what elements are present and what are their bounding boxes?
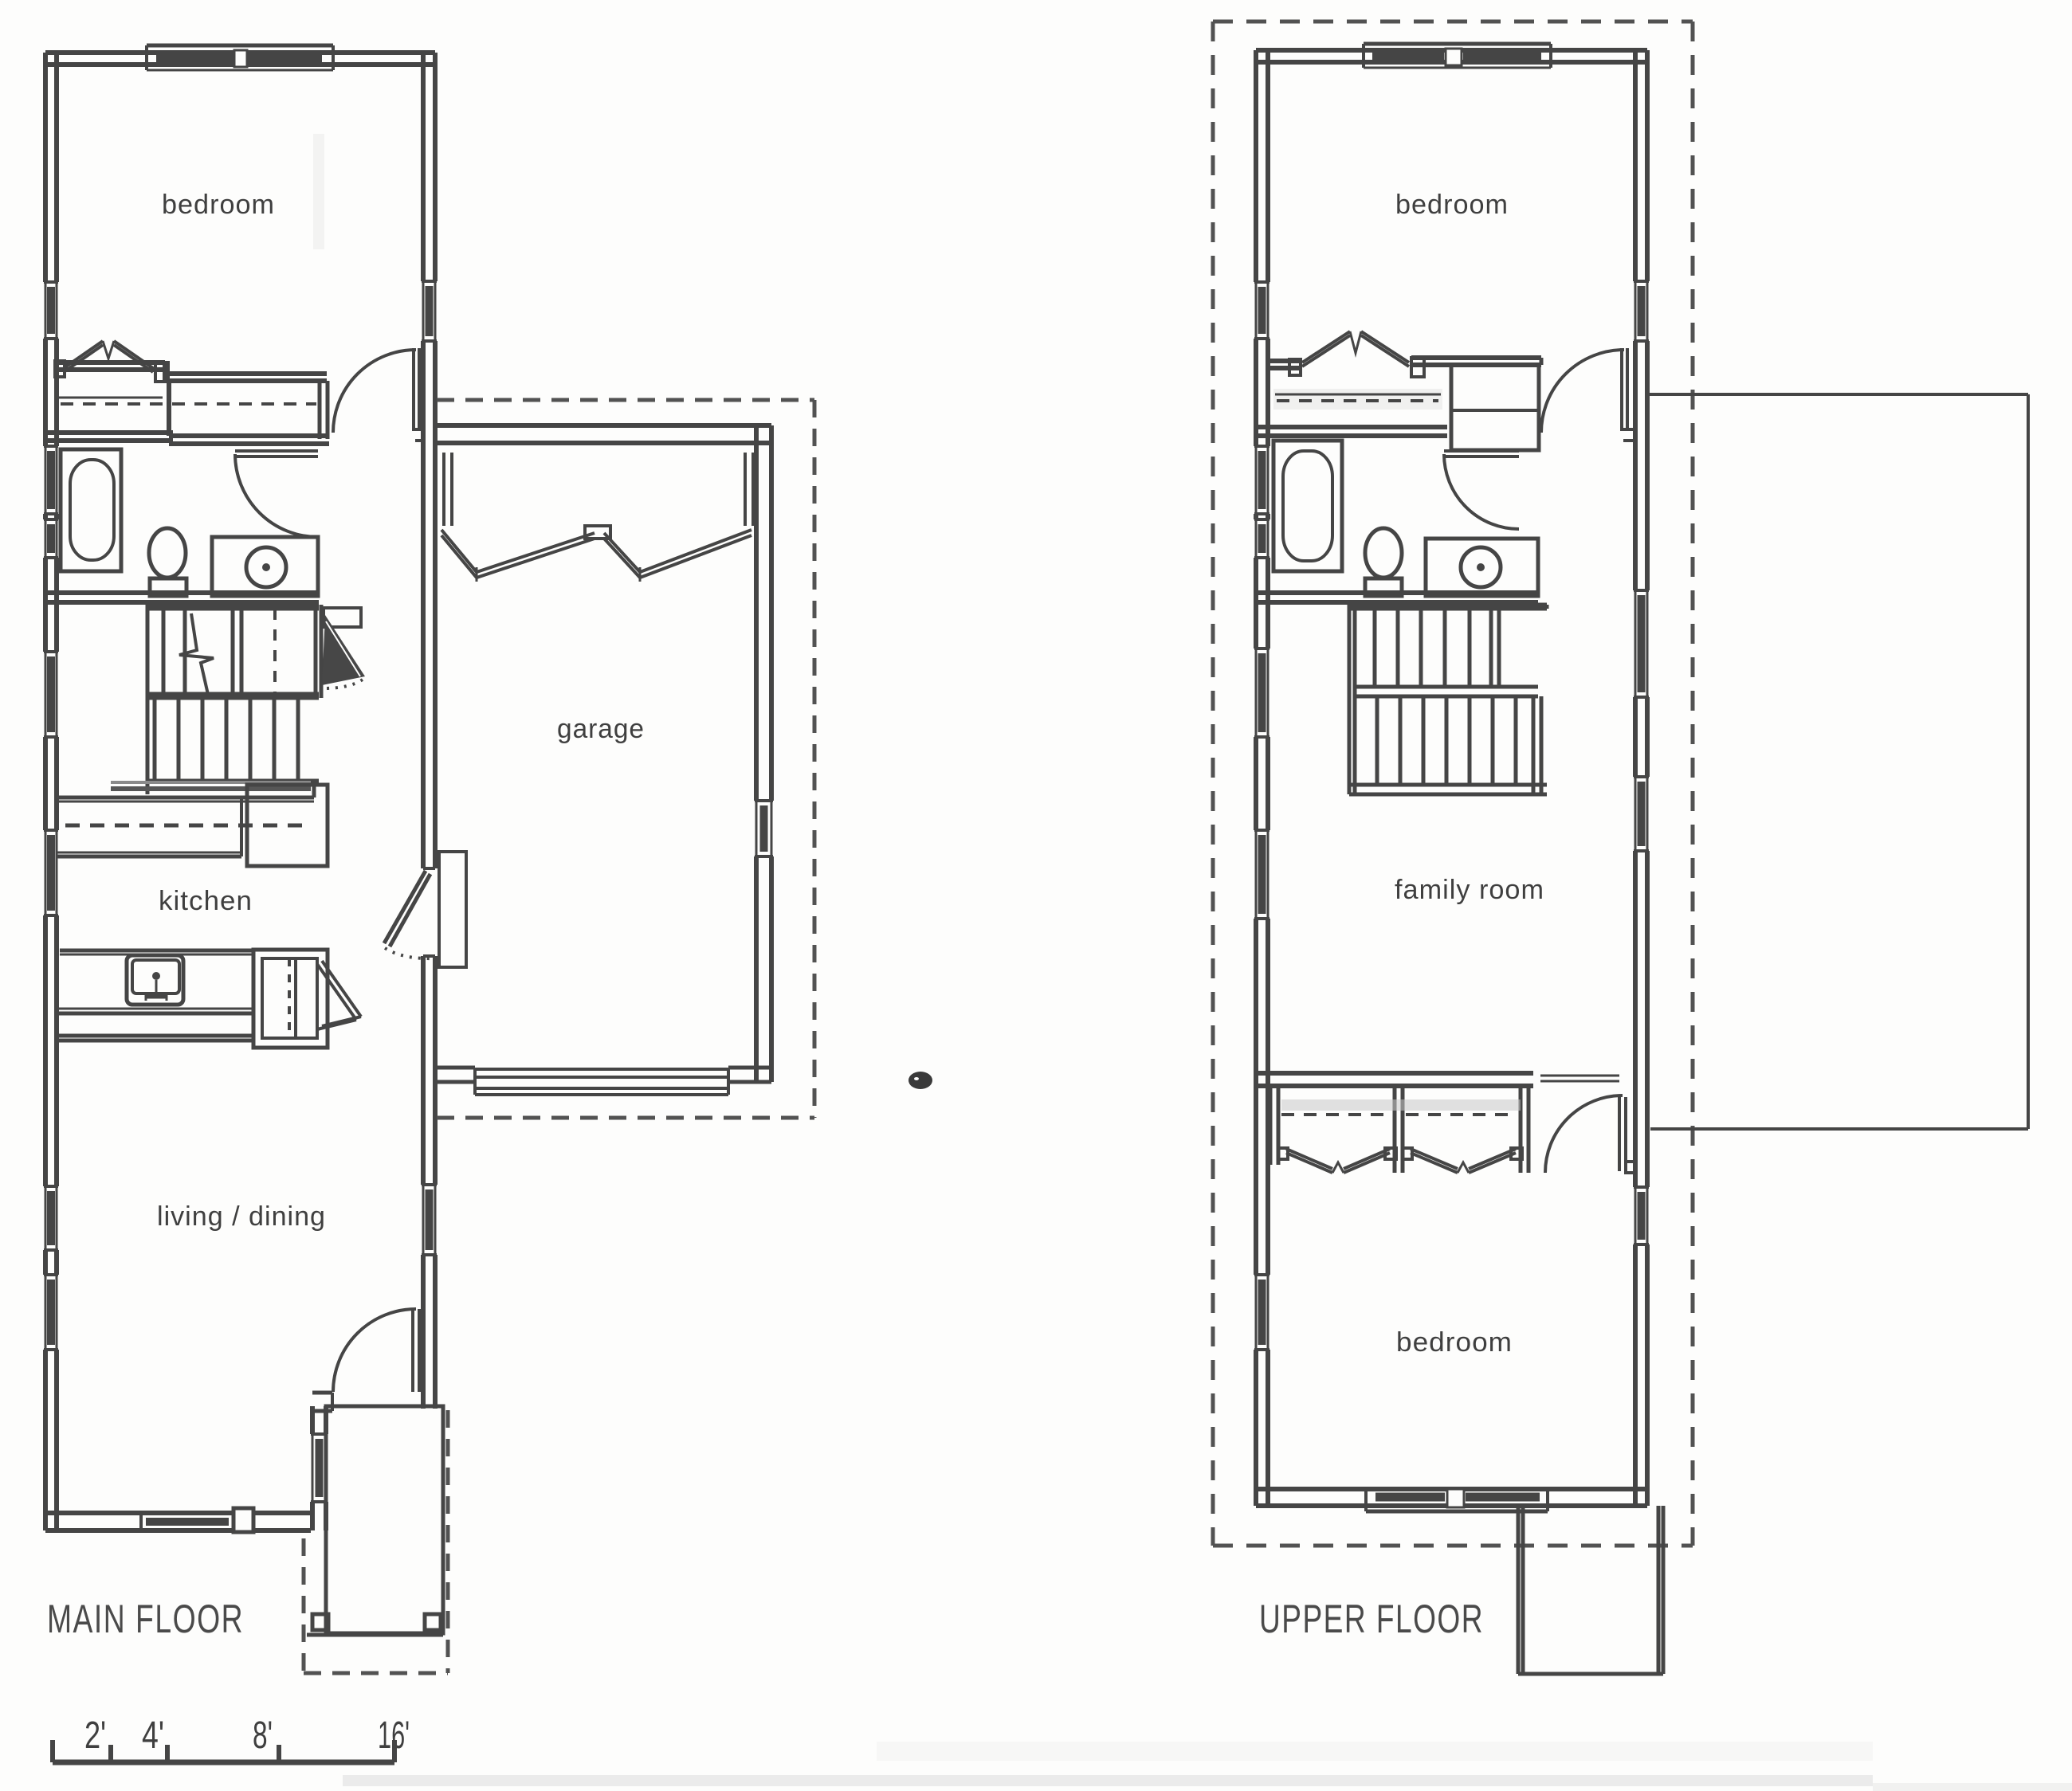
svg-text:MAIN FLOOR: MAIN FLOOR — [47, 1597, 244, 1641]
svg-text:8': 8' — [253, 1715, 273, 1757]
svg-text:garage: garage — [557, 714, 645, 744]
svg-text:living / dining: living / dining — [157, 1201, 326, 1232]
svg-text:UPPER FLOOR: UPPER FLOOR — [1259, 1597, 1484, 1641]
svg-text:2': 2' — [84, 1715, 106, 1757]
svg-text:bedroom: bedroom — [162, 190, 275, 220]
svg-text:bedroom: bedroom — [1395, 190, 1509, 220]
svg-text:4': 4' — [142, 1715, 164, 1757]
svg-text:bedroom: bedroom — [1396, 1327, 1513, 1358]
svg-text:kitchen: kitchen — [159, 886, 253, 916]
svg-text:family room: family room — [1395, 875, 1544, 905]
